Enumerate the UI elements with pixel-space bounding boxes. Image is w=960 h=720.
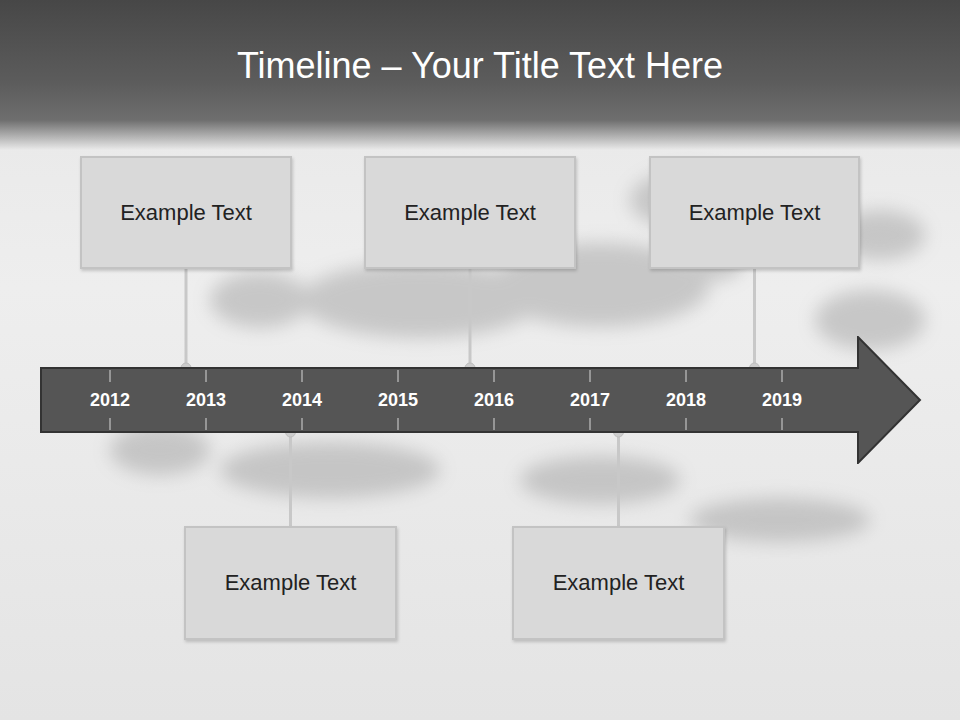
tick-mark bbox=[110, 418, 111, 430]
slide-title: Timeline – Your Title Text Here bbox=[0, 44, 960, 88]
tick-mark bbox=[494, 418, 495, 430]
tick-mark bbox=[590, 370, 591, 382]
tick-mark bbox=[782, 418, 783, 430]
leader-connector bbox=[181, 269, 191, 373]
year-label: 2019 bbox=[762, 389, 802, 411]
event-text: Example Text bbox=[677, 199, 833, 227]
event-box: Example Text bbox=[364, 156, 576, 269]
tick-mark bbox=[302, 370, 303, 382]
leader-line bbox=[469, 269, 472, 368]
event-text: Example Text bbox=[392, 199, 548, 227]
event-text: Example Text bbox=[213, 569, 369, 597]
tick-mark bbox=[206, 418, 207, 430]
leader-line bbox=[617, 432, 620, 526]
tick-mark bbox=[398, 418, 399, 430]
tick-mark bbox=[686, 370, 687, 382]
leader-line bbox=[753, 269, 756, 368]
tick-mark bbox=[494, 370, 495, 382]
year-label: 2017 bbox=[570, 389, 610, 411]
tick-mark bbox=[398, 370, 399, 382]
event-text: Example Text bbox=[541, 569, 697, 597]
event-box: Example Text bbox=[649, 156, 860, 269]
year-label: 2018 bbox=[666, 389, 706, 411]
arrow-body bbox=[41, 337, 920, 463]
leader-connector bbox=[614, 427, 624, 526]
timeline-arrow: 2012 2013 2014 2015 2016 2017 2018 2019 bbox=[40, 336, 922, 464]
year-label: 2012 bbox=[90, 389, 130, 411]
event-box: Example Text bbox=[512, 526, 725, 640]
tick-mark bbox=[686, 418, 687, 430]
event-box: Example Text bbox=[184, 526, 397, 640]
year-label: 2014 bbox=[282, 389, 322, 411]
leader-connector bbox=[465, 269, 475, 373]
leader-connector bbox=[750, 269, 760, 373]
year-label: 2016 bbox=[474, 389, 514, 411]
year-label: 2013 bbox=[186, 389, 226, 411]
year-label: 2015 bbox=[378, 389, 418, 411]
leader-line bbox=[289, 432, 292, 526]
tick-mark bbox=[110, 370, 111, 382]
tick-mark bbox=[302, 418, 303, 430]
tick-mark bbox=[782, 370, 783, 382]
tick-mark bbox=[206, 370, 207, 382]
event-box: Example Text bbox=[80, 156, 292, 269]
event-text: Example Text bbox=[108, 199, 264, 227]
leader-connector bbox=[286, 427, 296, 526]
leader-line bbox=[185, 269, 188, 368]
tick-mark bbox=[590, 418, 591, 430]
